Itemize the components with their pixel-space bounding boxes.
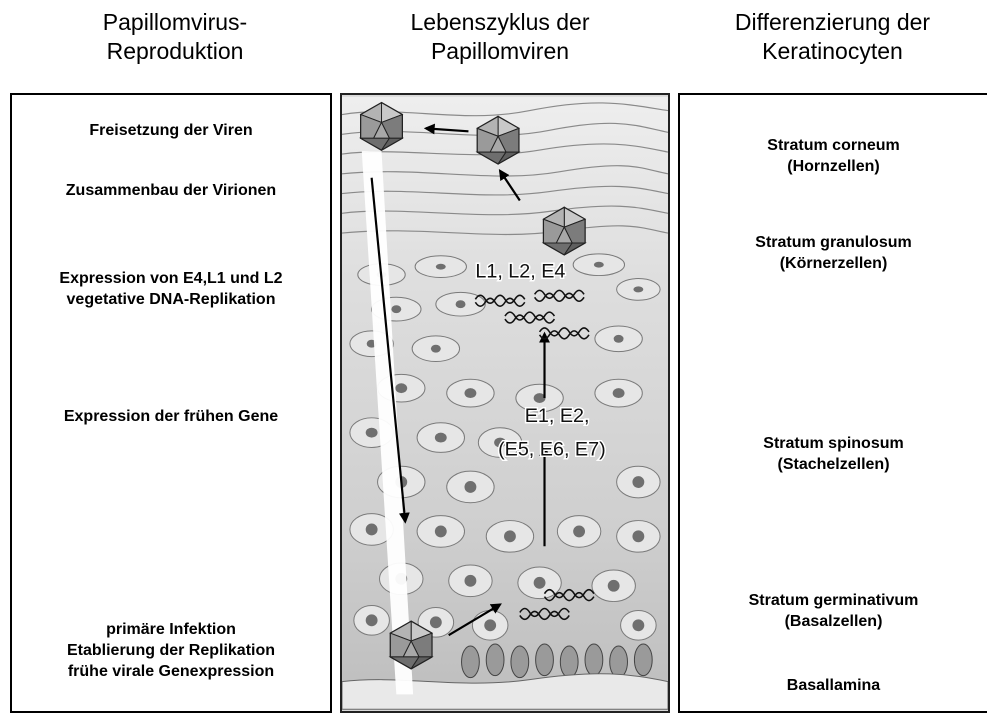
layer-line: (Körnerzellen): [680, 253, 987, 274]
stage-primary-infection: primäre Infektion Etablierung der Replik…: [12, 619, 330, 682]
stage-line: vegetative DNA-Replikation: [12, 289, 330, 310]
layer-line: Basallamina: [680, 675, 987, 696]
header-life-cycle: Lebenszyklus der Papillomviren: [345, 8, 655, 66]
layer-line: Stratum corneum: [680, 135, 987, 156]
late-genes-label: L1, L2, E4: [475, 261, 565, 283]
layer-line: Stratum germinativum: [680, 590, 987, 611]
stage-line: Expression der frühen Gene: [12, 406, 330, 427]
layer-line: Stratum spinosum: [680, 433, 987, 454]
stage-late-expression: Expression von E4,L1 und L2 vegetative D…: [12, 268, 330, 310]
layer-basallamina: Basallamina: [680, 675, 987, 696]
header-line: Papillomvirus-: [30, 8, 320, 37]
stage-early-genes: Expression der frühen Gene: [12, 406, 330, 427]
header-line: Differenzierung der: [680, 8, 985, 37]
layer-line: (Basalzellen): [680, 611, 987, 632]
stage-line: Etablierung der Replikation: [12, 640, 330, 661]
stage-assembly: Zusammenbau der Virionen: [12, 180, 330, 201]
stage-line: Zusammenbau der Virionen: [12, 180, 330, 201]
header-differentiation: Differenzierung der Keratinocyten: [680, 8, 985, 66]
stage-line: frühe virale Genexpression: [12, 661, 330, 682]
header-line: Keratinocyten: [680, 37, 985, 66]
stage-release: Freisetzung der Viren: [12, 120, 330, 141]
layer-corneum: Stratum corneum (Hornzellen): [680, 135, 987, 177]
header-reproduction: Papillomvirus- Reproduktion: [30, 8, 320, 66]
reproduction-panel: Freisetzung der Viren Zusammenbau der Vi…: [10, 93, 332, 713]
layer-granulosum: Stratum granulosum (Körnerzellen): [680, 232, 987, 274]
stage-line: Freisetzung der Viren: [12, 120, 330, 141]
layer-line: Stratum granulosum: [680, 232, 987, 253]
header-line: Papillomviren: [345, 37, 655, 66]
epithelium-drawing: L1, L2, E4 E1, E2, (E5, E6, E7): [342, 95, 668, 711]
stage-line: primäre Infektion: [12, 619, 330, 640]
header-line: Lebenszyklus der: [345, 8, 655, 37]
life-cycle-illustration: L1, L2, E4 E1, E2, (E5, E6, E7): [340, 93, 670, 713]
early-genes-label-2: (E5, E6, E7): [498, 438, 606, 460]
differentiation-panel: Stratum corneum (Hornzellen) Stratum gra…: [678, 93, 987, 713]
layer-germinativum: Stratum germinativum (Basalzellen): [680, 590, 987, 632]
early-genes-label-1: E1, E2,: [525, 405, 590, 427]
layer-line: (Stachelzellen): [680, 454, 987, 475]
layer-line: (Hornzellen): [680, 156, 987, 177]
header-line: Reproduktion: [30, 37, 320, 66]
stage-line: Expression von E4,L1 und L2: [12, 268, 330, 289]
layer-spinosum: Stratum spinosum (Stachelzellen): [680, 433, 987, 475]
